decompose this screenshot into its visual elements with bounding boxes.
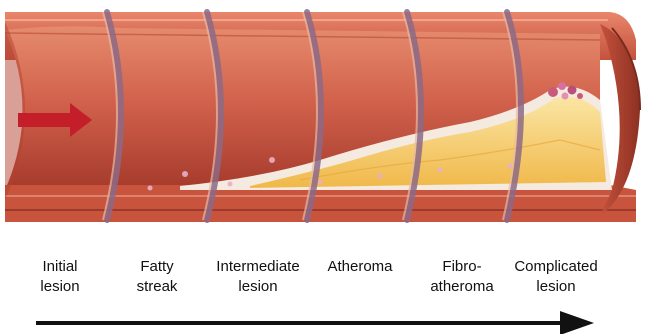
stage-label-line1: Fatty <box>137 257 178 277</box>
stage-label-atheroma: Atheroma <box>327 257 392 277</box>
stage-label-line1: Atheroma <box>327 257 392 277</box>
stage-label-line1: Fibro- <box>430 257 493 277</box>
stage-label-line2: atheroma <box>430 277 493 297</box>
progression-arrow <box>0 300 645 334</box>
stage-label-fatty-streak: Fatty streak <box>137 257 178 297</box>
stage-label-intermediate-lesion: Intermediate lesion <box>216 257 299 297</box>
stage-label-line2: lesion <box>40 277 79 297</box>
stage-label-line1: Complicated <box>514 257 597 277</box>
stage-label-initial-lesion: Initial lesion <box>40 257 79 297</box>
artery-bottom-wall <box>5 185 636 222</box>
stage-label-fibroatheroma: Fibro- atheroma <box>430 257 493 297</box>
stage-label-line2: streak <box>137 277 178 297</box>
stage-label-line1: Initial <box>40 257 79 277</box>
stage-label-line2: lesion <box>514 277 597 297</box>
artery-illustration <box>0 0 645 250</box>
stage-label-line2: lesion <box>216 277 299 297</box>
stage-label-line1: Intermediate <box>216 257 299 277</box>
stage-label-complicated-lesion: Complicated lesion <box>514 257 597 297</box>
